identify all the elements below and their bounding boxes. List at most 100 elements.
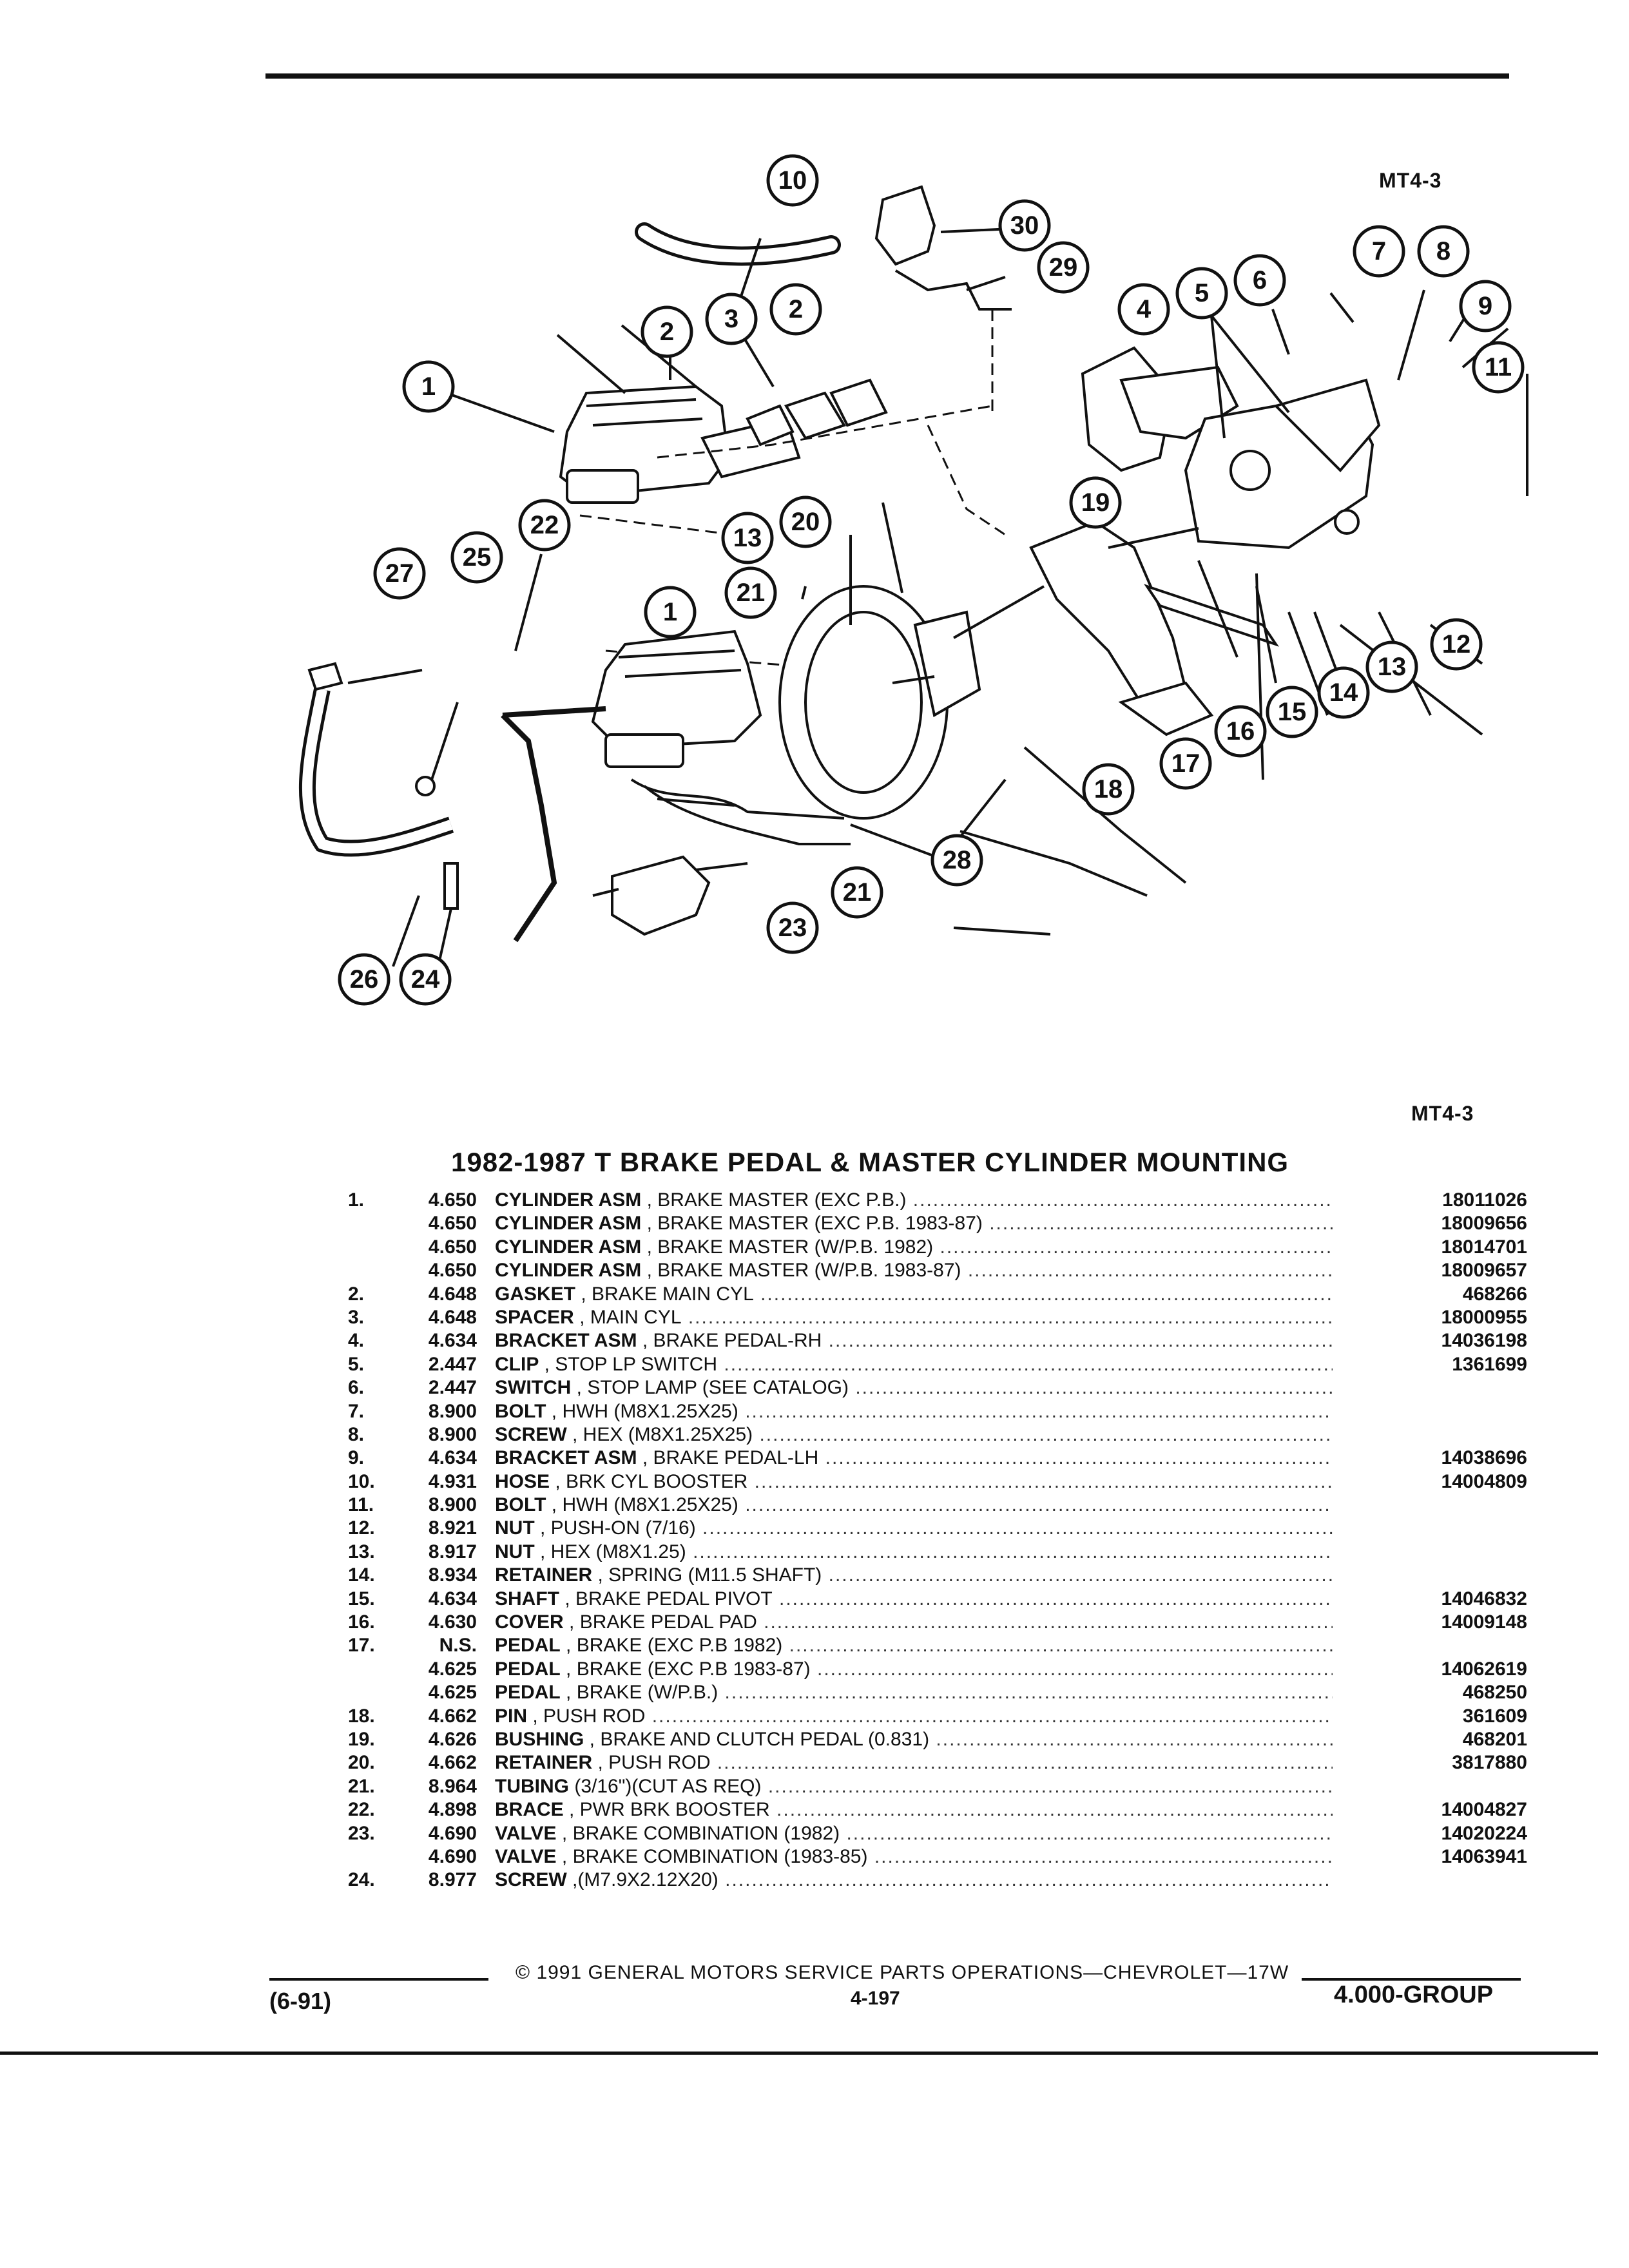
callout-25: 25 — [450, 531, 503, 584]
svg-text:8: 8 — [1436, 237, 1451, 265]
leader-dots: ........................................… — [989, 1213, 1333, 1235]
group-number: 4.625 — [428, 1682, 477, 1704]
part-name: PEDAL — [495, 1635, 561, 1657]
part-description: SHAFT , BRAKE PEDAL PIVOT ..............… — [495, 1588, 1333, 1611]
part-name: CYLINDER ASM — [495, 1213, 642, 1235]
part-number: 14062619 — [1441, 1658, 1527, 1680]
footer-copyright: © 1991 GENERAL MOTORS SERVICE PARTS OPER… — [516, 1962, 1289, 1983]
callout-13-right: 13 — [1365, 640, 1418, 693]
part-detail: , BRAKE PEDAL PIVOT — [559, 1588, 773, 1610]
part-description: PEDAL , BRAKE (W/P.B.) .................… — [495, 1681, 1333, 1704]
callout-2-upper-left: 2 — [641, 305, 693, 358]
part-detail: , BRK CYL BOOSTER — [550, 1470, 748, 1492]
callout-14: 14 — [1317, 666, 1370, 719]
part-detail: , BRAKE COMBINATION (1982) — [556, 1822, 840, 1844]
part-name: BRACKET ASM — [495, 1330, 637, 1352]
part-name: CYLINDER ASM — [495, 1189, 642, 1211]
callout-3: 3 — [705, 293, 758, 345]
part-number: 14004827 — [1441, 1799, 1527, 1821]
leader-dots: ........................................… — [702, 1517, 1333, 1539]
svg-text:10: 10 — [778, 166, 807, 195]
part-description: TUBING (3/16")(CUT AS REQ) .............… — [495, 1775, 1333, 1798]
leader-dots: ........................................… — [828, 1330, 1333, 1352]
part-detail: , HEX (M8X1.25) — [534, 1541, 686, 1562]
callout-18: 18 — [1082, 763, 1135, 816]
item-number: 18. — [348, 1705, 375, 1727]
part-description: BOLT , HWH (M8X1.25X25) ................… — [495, 1400, 1333, 1423]
item-number: 20. — [348, 1752, 375, 1774]
item-number: 8. — [348, 1423, 365, 1445]
leader-dots: ........................................… — [846, 1822, 1333, 1844]
part-detail: , BRAKE (EXC P.B 1982) — [560, 1635, 783, 1657]
callout-1-upper: 1 — [402, 360, 455, 413]
part-detail: (3/16")(CUT AS REQ) — [569, 1775, 762, 1797]
group-number: 4.634 — [428, 1330, 477, 1352]
part-detail: , BRAKE MAIN CYL — [575, 1283, 754, 1305]
part-detail: , BRAKE COMBINATION (1983-85) — [556, 1845, 868, 1867]
svg-text:14: 14 — [1329, 678, 1358, 707]
group-number: 4.690 — [428, 1822, 477, 1844]
group-number: 4.634 — [428, 1588, 477, 1610]
leader-dots: ........................................… — [724, 1682, 1333, 1704]
group-number: 4.898 — [428, 1799, 477, 1821]
brake-pedal — [1029, 520, 1279, 736]
item-number: 15. — [348, 1588, 375, 1610]
callout-24: 24 — [399, 953, 452, 1006]
svg-text:17: 17 — [1171, 749, 1200, 778]
part-name: BRACE — [495, 1799, 564, 1821]
svg-text:1: 1 — [663, 598, 677, 626]
part-description: GASKET , BRAKE MAIN CYL ................… — [495, 1283, 1333, 1306]
top-rule — [265, 73, 1509, 79]
svg-text:16: 16 — [1226, 717, 1255, 745]
part-description: BRACKET ASM , BRAKE PEDAL-LH ...........… — [495, 1446, 1333, 1470]
footer-rule-right — [1302, 1978, 1521, 1981]
group-number: 8.977 — [428, 1869, 477, 1891]
booster-brace — [501, 706, 606, 943]
group-number: 2.447 — [428, 1353, 477, 1375]
svg-text:29: 29 — [1049, 253, 1078, 282]
group-number: 8.900 — [428, 1400, 477, 1422]
pedal-bracket-assembly — [1081, 346, 1381, 550]
part-name: PIN — [495, 1705, 528, 1727]
svg-text:1: 1 — [421, 372, 436, 401]
part-number: 468201 — [1462, 1728, 1527, 1750]
callout-30: 30 — [998, 199, 1051, 252]
part-number: 18014701 — [1441, 1236, 1527, 1258]
bottom-rule — [0, 2052, 1598, 2055]
leader-dots: ........................................… — [779, 1588, 1333, 1610]
leader-dots: ........................................… — [745, 1400, 1333, 1422]
part-description: CLIP , STOP LP SWITCH ..................… — [495, 1353, 1333, 1376]
leader-dots: ........................................… — [767, 1775, 1333, 1797]
part-description: NUT , HEX (M8X1.25) ....................… — [495, 1541, 1333, 1564]
leader-dots: ........................................… — [816, 1658, 1333, 1680]
svg-text:28: 28 — [943, 846, 972, 874]
item-number: 24. — [348, 1869, 375, 1891]
group-number: 8.964 — [428, 1775, 477, 1797]
part-description: CYLINDER ASM , BRAKE MASTER (EXC P.B.) .… — [495, 1189, 1333, 1212]
part-number: 1361699 — [1452, 1353, 1527, 1375]
group-number: 8.900 — [428, 1423, 477, 1445]
part-description: CYLINDER ASM , BRAKE MASTER (EXC P.B. 19… — [495, 1212, 1333, 1235]
callout-9: 9 — [1459, 280, 1512, 332]
part-detail: , BRAKE MASTER (W/P.B. 1982) — [641, 1236, 934, 1258]
part-name: CYLINDER ASM — [495, 1236, 642, 1258]
callout-26: 26 — [338, 953, 390, 1006]
part-detail: ,(M7.9X2.12X20) — [566, 1869, 718, 1891]
leader-dots: ........................................… — [688, 1306, 1333, 1328]
leader-dots: ........................................… — [760, 1283, 1333, 1305]
part-name: TUBING — [495, 1775, 569, 1797]
svg-text:19: 19 — [1081, 488, 1110, 517]
item-number: 14. — [348, 1564, 375, 1586]
svg-text:23: 23 — [778, 914, 807, 942]
callout-5: 5 — [1175, 267, 1228, 320]
part-number: 14020224 — [1441, 1822, 1527, 1844]
figure-code-bottom: MT4-3 — [1411, 1102, 1474, 1125]
part-name: SPACER — [495, 1306, 574, 1328]
part-name: HOSE — [495, 1470, 550, 1492]
